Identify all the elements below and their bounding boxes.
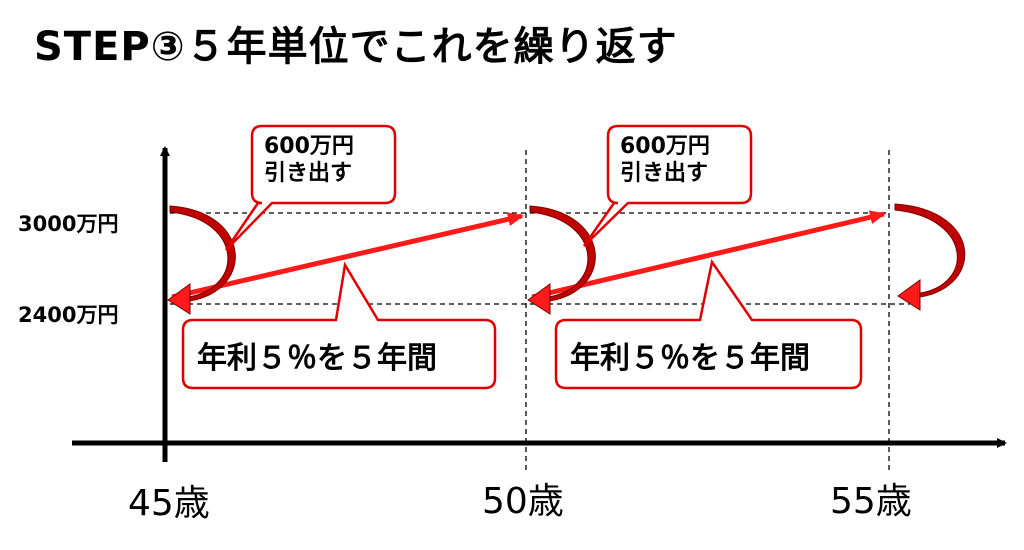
withdraw-curve-arrow-3: [894, 203, 966, 311]
y-label-2400: 2400万円: [18, 303, 119, 327]
withdraw-callout-1-amount: 600万円: [264, 134, 354, 159]
x-label-55: 55歳: [830, 481, 912, 522]
withdraw-curve-arrow-1: [167, 205, 236, 315]
rate-callout-2: 年利５％を５年間: [570, 341, 810, 376]
withdraw-callout-1-action: 引き出す: [264, 161, 353, 186]
rate-callout-2-box: [554, 258, 863, 390]
withdraw-callout-2: 600万円 引き出す: [620, 133, 710, 187]
withdraw-callout-2-amount: 600万円: [620, 134, 710, 159]
rate-callout-1-box: [181, 261, 497, 390]
withdraw-callout-2-action: 引き出す: [620, 161, 709, 186]
growth-arrow-1: [171, 212, 524, 300]
withdraw-callout-1: 600万円 引き出す: [264, 133, 354, 187]
page-title: STEP③５年単位でこれを繰り返す: [34, 24, 678, 70]
x-label-45: 45歳: [128, 483, 210, 524]
y-label-3000: 3000万円: [18, 212, 119, 236]
growth-arrow-2: [531, 210, 886, 300]
withdraw-callout-2-box: [582, 124, 753, 247]
withdraw-callout-1-box: [224, 124, 397, 251]
withdraw-curve-arrow-2: [527, 205, 596, 315]
rate-callout-1: 年利５％を５年間: [197, 341, 437, 376]
x-label-50: 50歳: [482, 481, 564, 522]
